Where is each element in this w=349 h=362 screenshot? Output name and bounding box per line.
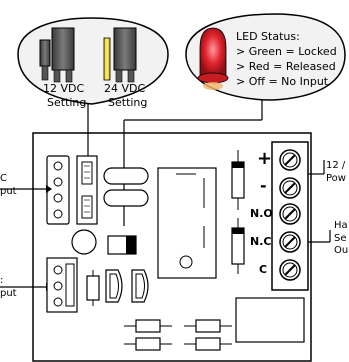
voltage-regulators: [105, 269, 149, 303]
terminal-label-plus: +: [257, 148, 273, 169]
left-upper-connector: [46, 155, 70, 225]
led-status-callout: [123, 13, 346, 226]
jumper-24vdc-icon: [103, 27, 137, 83]
jumper-pin-header: [76, 155, 98, 225]
terminal-label-no: N.O: [250, 207, 273, 220]
left-lower-connector: [46, 257, 78, 313]
board-led: [107, 235, 137, 255]
relay-component: [157, 167, 217, 279]
capacitor-round: [71, 229, 97, 255]
left-lower-label: : put: [0, 275, 17, 299]
red-led-icon: [197, 27, 229, 90]
jumper-settings-callout: [17, 17, 169, 105]
vertical-diodes: [231, 150, 245, 274]
oval-component-2: [103, 189, 149, 207]
terminal-screw-plus: [279, 149, 301, 171]
ic-chip: [235, 297, 305, 343]
terminal-label-c: C: [259, 263, 268, 276]
jumper-24vdc-label: 24 VDC Setting: [104, 82, 148, 109]
terminal-screw-minus: [279, 177, 301, 199]
oval-component-1: [103, 167, 149, 185]
led-status-off: > Off = No Input: [236, 75, 329, 88]
resistor-small: [86, 270, 100, 306]
led-status-green: > Green = Locked: [236, 45, 337, 58]
terminal-screw-no: [279, 203, 301, 225]
right-power-label: 12 / Pow: [326, 160, 346, 184]
jumper-12vdc-icon: [39, 27, 75, 83]
right-output-label: Ha Se Ou: [334, 220, 349, 256]
bottom-resistors: [124, 319, 232, 351]
terminal-screw-c: [279, 259, 301, 281]
right-output-wires: [308, 160, 331, 243]
terminal-label-minus: -: [260, 176, 267, 195]
terminal-label-nc: N.C: [250, 235, 272, 248]
left-upper-label: C put: [0, 173, 17, 197]
terminal-block: [271, 141, 309, 291]
led-status-title: LED Status:: [236, 30, 300, 43]
jumper-12vdc-label: 12 VDC Setting: [43, 82, 87, 109]
terminal-screw-nc: [279, 231, 301, 253]
led-status-red: > Red = Released: [236, 60, 336, 73]
